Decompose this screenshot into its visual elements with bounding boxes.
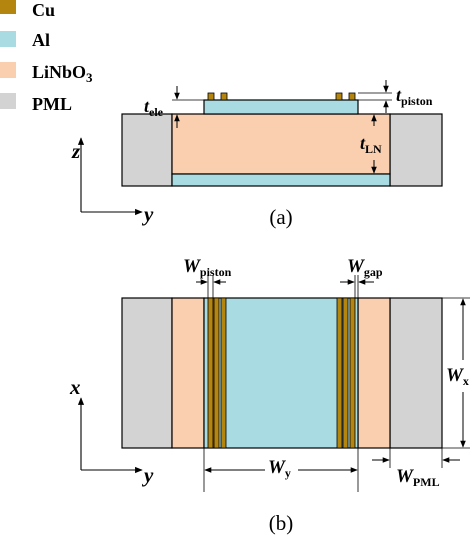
panel-b-caption: (b) bbox=[269, 511, 294, 535]
w-gap-sub: gap bbox=[364, 265, 383, 279]
w-pml-label: W bbox=[396, 466, 414, 487]
legend-label-pml: PML bbox=[32, 94, 72, 114]
w-gap-dimension bbox=[340, 275, 374, 298]
svg-text:Wy: Wy bbox=[268, 457, 291, 480]
legend-item-pml: PML bbox=[0, 93, 72, 114]
legend-item-cu: Cu bbox=[0, 0, 55, 20]
pml-left-region bbox=[121, 113, 173, 187]
cu-piston-1 bbox=[207, 92, 215, 101]
t-ele-sub: ele bbox=[149, 105, 164, 119]
panel-a-axes bbox=[77, 137, 143, 216]
legend-label-linbo3: LiNbO bbox=[32, 62, 86, 82]
w-x-label: W bbox=[446, 365, 464, 386]
svg-text:WPML: WPML bbox=[396, 466, 440, 489]
svg-text:Wpiston: Wpiston bbox=[183, 256, 232, 279]
panel-b-axes bbox=[77, 397, 143, 474]
pml-swatch bbox=[0, 93, 16, 109]
legend: Cu Al LiNbO3 PML bbox=[0, 0, 93, 114]
pml-right-region bbox=[389, 113, 443, 187]
t-piston-dimension bbox=[358, 80, 392, 113]
t-ln-sub: LN bbox=[365, 142, 382, 156]
cu-piston-3 bbox=[335, 92, 343, 101]
w-piston-label: W bbox=[183, 256, 201, 277]
legend-label-cu: Cu bbox=[32, 0, 55, 20]
al-bottom-layer bbox=[171, 173, 391, 187]
cu-strip-3 bbox=[220, 297, 227, 449]
cu-piston-2 bbox=[220, 92, 228, 101]
legend-label-linbo3-sub: 3 bbox=[86, 70, 93, 85]
pml-right-region-b bbox=[389, 297, 443, 449]
w-x-dimension bbox=[442, 297, 470, 449]
svg-text:Wgap: Wgap bbox=[347, 256, 383, 279]
w-pml-sub: PML bbox=[413, 475, 440, 489]
axis-z-label: z bbox=[71, 139, 81, 163]
w-y-dimension bbox=[203, 448, 359, 492]
w-piston-dimension bbox=[196, 275, 226, 298]
w-pml-dimension bbox=[372, 448, 460, 468]
al-swatch bbox=[0, 31, 16, 47]
al-electrode-top-view bbox=[203, 297, 359, 449]
w-y-label: W bbox=[268, 457, 286, 478]
t-ele-dimension bbox=[172, 86, 204, 128]
legend-label-al: Al bbox=[32, 30, 50, 50]
svg-text:tpiston: tpiston bbox=[396, 85, 433, 108]
panel-a-caption: (a) bbox=[269, 205, 292, 229]
axis-y-label-b: y bbox=[141, 463, 154, 487]
legend-item-linbo3: LiNbO3 bbox=[0, 62, 93, 85]
pml-left-region-b bbox=[121, 297, 173, 449]
w-y-sub: y bbox=[285, 466, 291, 480]
linbo3-layer bbox=[171, 113, 391, 175]
t-piston-label: t bbox=[396, 85, 402, 105]
w-piston-sub: piston bbox=[200, 265, 232, 279]
axis-y-label-a: y bbox=[141, 202, 154, 226]
t-ele-label: t bbox=[144, 96, 150, 116]
svg-text:tele: tele bbox=[144, 96, 164, 119]
cu-swatch bbox=[0, 0, 16, 14]
w-gap-label: W bbox=[347, 256, 365, 277]
cu-piston-4 bbox=[348, 92, 356, 101]
svg-text:tLN: tLN bbox=[360, 133, 382, 156]
cu-strip-5 bbox=[342, 297, 349, 449]
svg-text:Wx: Wx bbox=[446, 365, 469, 388]
linbo3-left-region bbox=[171, 297, 205, 449]
cu-strip-2 bbox=[213, 297, 220, 449]
legend-item-al: Al bbox=[0, 30, 50, 50]
svg-text:LiNbO3: LiNbO3 bbox=[32, 62, 93, 85]
linbo3-right-region bbox=[357, 297, 391, 449]
t-piston-sub: piston bbox=[401, 94, 433, 108]
panel-a-cross-section: tele tpiston tLN z y (a) bbox=[71, 80, 443, 229]
t-ln-label: t bbox=[360, 133, 366, 153]
cu-strip-6 bbox=[349, 297, 356, 449]
linbo3-swatch bbox=[0, 62, 16, 78]
panel-b-top-view: Wpiston Wgap Wx Wy bbox=[69, 256, 470, 535]
cu-strip-4 bbox=[336, 297, 343, 449]
cu-strip-1 bbox=[207, 297, 214, 449]
al-top-electrode bbox=[203, 99, 359, 115]
w-x-sub: x bbox=[463, 374, 469, 388]
axis-x-label: x bbox=[69, 375, 81, 399]
